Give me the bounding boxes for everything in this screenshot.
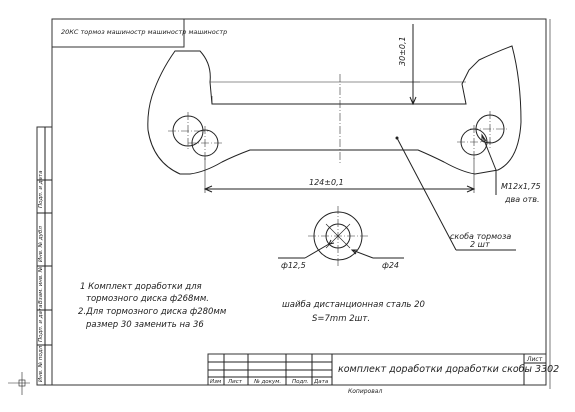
washer: ф12,5 ф24 [278, 206, 404, 270]
note-line-2: тормозного диска ф268мм. [86, 294, 209, 304]
drawing-title: комплект доработки доработки скобы 3302 [338, 364, 559, 375]
side-stamp-cell-1: Инв. № подл [38, 345, 44, 382]
sheet-label: Лист [526, 356, 543, 363]
thread-note-text: два отв. [504, 195, 540, 204]
side-stamp: Инв. № подл Подп. и дата Взам. инв. № Ин… [36, 126, 53, 386]
col-list: Лист [227, 379, 243, 385]
dia-large-text: ф24 [382, 261, 399, 270]
bracket-callout-line1: скоба тормоза [450, 232, 511, 241]
title-block: Изм Лист № докум. Подп. Дата комплект до… [207, 353, 559, 386]
crosshair-cursor-icon[interactable] [8, 372, 30, 395]
note-line-3: 2.Для тормозного диска ф280мм [78, 307, 227, 317]
dimension-height: 30±0,1 [398, 24, 420, 106]
side-stamp-cell-3: Взам. инв. № [38, 266, 44, 304]
col-data: Дата [313, 379, 329, 385]
side-stamp-cell-4: Инв. № дубл [38, 226, 44, 262]
side-stamp-cell-5: Подп. и дата [38, 170, 44, 208]
left-holes [168, 112, 224, 160]
bracket-callout-line2: 2 шт [470, 240, 490, 249]
dimension-height-text: 30±0,1 [398, 36, 407, 66]
top-stamp: 20КС тормоз машиностр машиностр машиност… [51, 18, 227, 48]
col-dokum: № докум. [253, 379, 281, 385]
side-stamp-cell-2: Подп. и дата [38, 304, 44, 342]
washer-note-line2: S=7mm 2шт. [312, 314, 370, 324]
thread-text: M12x1,75 [501, 182, 541, 191]
note-line-4: размер 30 заменить на 36 [85, 320, 204, 330]
col-izm: Изм [210, 379, 221, 385]
bracket-callout: скоба тормоза 2 шт [395, 136, 516, 251]
right-holes [457, 111, 509, 160]
top-stamp-text: 20КС тормоз машиностр машиностр машиност… [61, 28, 227, 36]
inner-frame [51, 18, 547, 386]
col-podp: Подп. [292, 379, 309, 385]
dimension-width: 124±0,1 [203, 158, 476, 193]
general-notes: 1 Комплект доработки для тормозного диск… [78, 282, 227, 330]
dia-small-text: ф12,5 [281, 261, 306, 270]
note-line-1: 1 Комплект доработки для [80, 282, 202, 292]
copied-label: Копировал [348, 388, 382, 395]
dimension-width-text: 124±0,1 [309, 178, 344, 187]
thread-callout: M12x1,75 два отв. [481, 133, 541, 204]
bracket-outline [147, 45, 522, 175]
washer-note-line1: шайба дистанционная сталь 20 [282, 300, 425, 310]
